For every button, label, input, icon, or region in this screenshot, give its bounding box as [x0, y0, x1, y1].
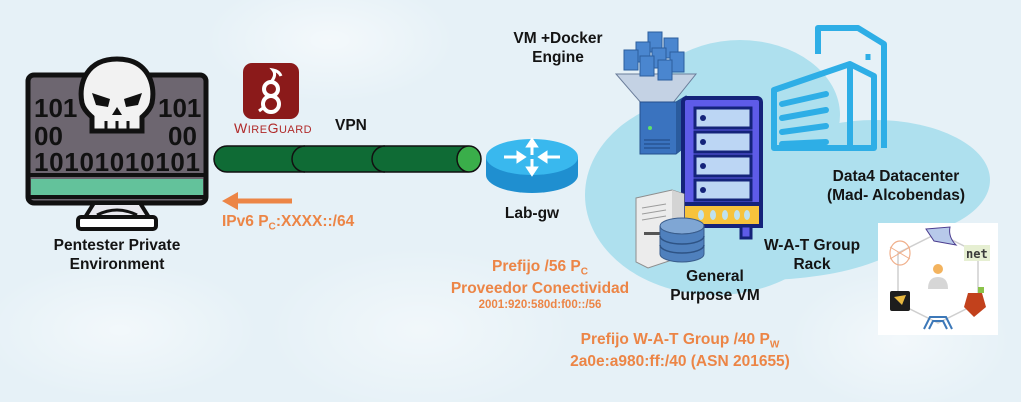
wat-prefix-text: Prefijo W-A-T Group /40 P	[580, 331, 770, 348]
security-tools-hexagon-icon: net	[889, 226, 990, 330]
wireguard-ire: IRE	[247, 124, 268, 136]
wireguard-g: G	[267, 120, 279, 136]
rack-label-line1: W-A-T Group	[763, 237, 861, 254]
vpn-label: VPN	[335, 117, 367, 134]
rack-label: W-A-T Group Rack	[752, 237, 872, 274]
person-icon	[928, 264, 948, 289]
reaper-icon	[923, 316, 953, 330]
server-database-icon	[635, 189, 705, 269]
shark-icon	[925, 226, 958, 246]
binary-text: 00	[34, 121, 63, 151]
provider-prefix-line1: Prefijo /56 PC	[420, 257, 660, 279]
vm-docker-label: VM +Docker Engine	[503, 30, 613, 67]
wireguard-uard: UARD	[278, 124, 313, 136]
ipv6-text: IPv6 P	[222, 213, 269, 230]
provider-prefix-block: Prefijo /56 PC Proveedor Conectividad 20…	[420, 257, 660, 313]
wireguard-logo	[243, 63, 299, 119]
binary-text: 101	[34, 93, 77, 123]
lab-gw-label: Lab-gw	[504, 205, 560, 222]
maltego-icon	[890, 291, 910, 311]
general-vm-label: General Purpose VM	[660, 268, 770, 305]
ghidra-icon	[889, 240, 911, 266]
ipv6-sub: C	[268, 221, 276, 233]
general-vm-line1: General	[686, 268, 744, 285]
wat-prefix-line1: Prefijo W-A-T Group /40 PW	[540, 330, 820, 352]
rack-label-line2: Rack	[793, 255, 831, 273]
wireguard-wordmark: WIREGUARD	[234, 120, 312, 136]
vm-docker-line1: VM +Docker	[513, 30, 603, 47]
wat-prefix-address: 2a0e:a980:ff:/40 (ASN 201655)	[570, 353, 790, 371]
provider-prefix-sub: C	[580, 266, 588, 278]
wat-prefix-sub: W	[769, 339, 780, 351]
datacenter-label-line1: Data4 Datacenter	[832, 168, 960, 185]
wat-prefix-block: Prefijo W-A-T Group /40 PW 2a0e:a980:ff:…	[540, 330, 820, 371]
security-tools-panel: net	[878, 223, 998, 335]
datacenter-label: Data4 Datacenter (Mad- Alcobendas)	[806, 168, 986, 205]
ipv6-prefix-label: IPv6 PC:XXXX::/64	[222, 212, 354, 234]
pentester-label-line1: Pentester Private	[53, 237, 181, 254]
provider-prefix-text: Prefijo /56 P	[491, 258, 581, 275]
wireguard-w: W	[234, 120, 248, 136]
router-icon	[486, 137, 578, 193]
pentester-label: Pentester Private Environment	[22, 237, 212, 274]
pentester-label-line2: Environment	[69, 255, 165, 273]
datacenter-label-line2: (Mad- Alcobendas)	[826, 186, 966, 204]
binary-text: 10101010101	[34, 147, 200, 177]
vm-docker-line2: Engine	[532, 48, 584, 66]
wireguard-dragon-icon	[258, 67, 283, 114]
provider-name: Proveedor Conectividad	[450, 280, 630, 298]
arrow-left-icon	[222, 192, 292, 210]
binary-text: 00	[168, 121, 197, 151]
building-icon	[771, 25, 887, 151]
docker-containers-server-icon	[614, 31, 698, 155]
provider-prefix-address: 2001:920:580d:f00::/56	[478, 299, 602, 312]
burp-icon	[964, 287, 986, 317]
skull-icon	[78, 56, 156, 134]
binary-text: 101	[158, 93, 201, 123]
net-icon: net	[964, 245, 990, 261]
vpn-tunnel	[213, 145, 482, 173]
ipv6-rest: :XXXX::/64	[275, 213, 355, 230]
skull-monitor-icon: 101 101 00 00 10101010101	[25, 56, 209, 231]
general-vm-line2: Purpose VM	[670, 286, 760, 304]
svg-text:net: net	[966, 247, 988, 261]
